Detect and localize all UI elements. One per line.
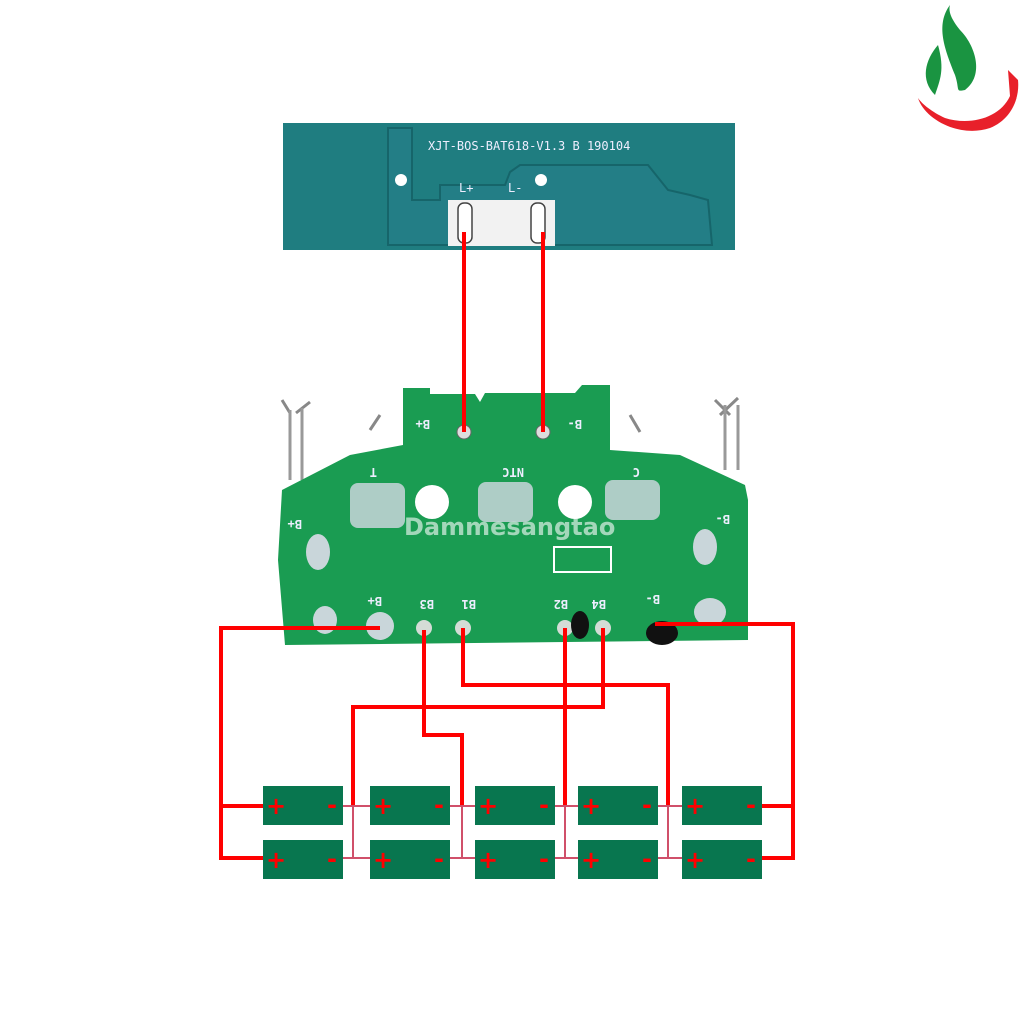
cell-plus-terminal: + [581,792,601,820]
label-b3: B3 [420,597,434,611]
cell-minus-terminal: - [327,791,337,819]
battery-cell: +- [370,786,450,825]
label-b1: B1 [462,597,476,611]
protection-board: XJT-BOS-BAT618-V1.3 B 190104 L+ L- [283,123,735,250]
main-bms-board: B+ B- T NTC C B+ B- B+ B3 B1 B2 B4 B- Da… [278,385,748,645]
board-model-text: XJT-BOS-BAT618-V1.3 B 190104 [428,139,630,153]
battery-cell: +- [475,840,555,879]
cell-minus-terminal: - [434,791,444,819]
battery-cell: +- [475,786,555,825]
battery-cell: +- [370,840,450,879]
label-b-plus-top: B+ [416,417,430,431]
label-b2: B2 [554,597,568,611]
cell-plus-terminal: + [685,792,705,820]
label-b-minus-top: B- [568,417,582,431]
cell-minus-terminal: - [746,845,756,873]
battery-cell: +- [682,786,762,825]
cell-plus-terminal: + [581,846,601,874]
cell-minus-terminal: - [539,791,549,819]
cell-minus-terminal: - [642,845,652,873]
label-b-minus-bottom: B- [646,592,660,606]
battery-cell: +- [578,786,658,825]
watermark: Dammesangtao [404,513,615,541]
label-b-plus-bottom: B+ [368,594,382,608]
label-b-minus-right: B- [716,512,730,526]
load-plus-label: L+ [459,181,473,195]
cell-plus-terminal: + [685,846,705,874]
cell-minus-terminal: - [746,791,756,819]
cell-plus-terminal: + [266,792,286,820]
battery-cell: +- [263,840,343,879]
load-minus-label: L- [508,181,522,195]
label-ntc: NTC [502,465,524,479]
label-b-plus-left: B+ [288,517,302,531]
cell-plus-terminal: + [478,846,498,874]
label-b4: B4 [592,597,606,611]
cell-plus-terminal: + [373,846,393,874]
label-c: C [633,465,640,479]
cell-plus-terminal: + [373,792,393,820]
battery-cell: +- [682,840,762,879]
cell-plus-terminal: + [478,792,498,820]
cell-minus-terminal: - [327,845,337,873]
flame-gear-logo [918,5,1019,131]
battery-cell: +- [578,840,658,879]
cell-minus-terminal: - [539,845,549,873]
label-t: T [370,465,377,479]
wires [219,232,795,860]
cell-minus-terminal: - [642,791,652,819]
cell-minus-terminal: - [434,845,444,873]
cell-plus-terminal: + [266,846,286,874]
battery-cells: +-+-+-+-+-+-+-+-+-+- [263,786,762,879]
battery-cell: +- [263,786,343,825]
